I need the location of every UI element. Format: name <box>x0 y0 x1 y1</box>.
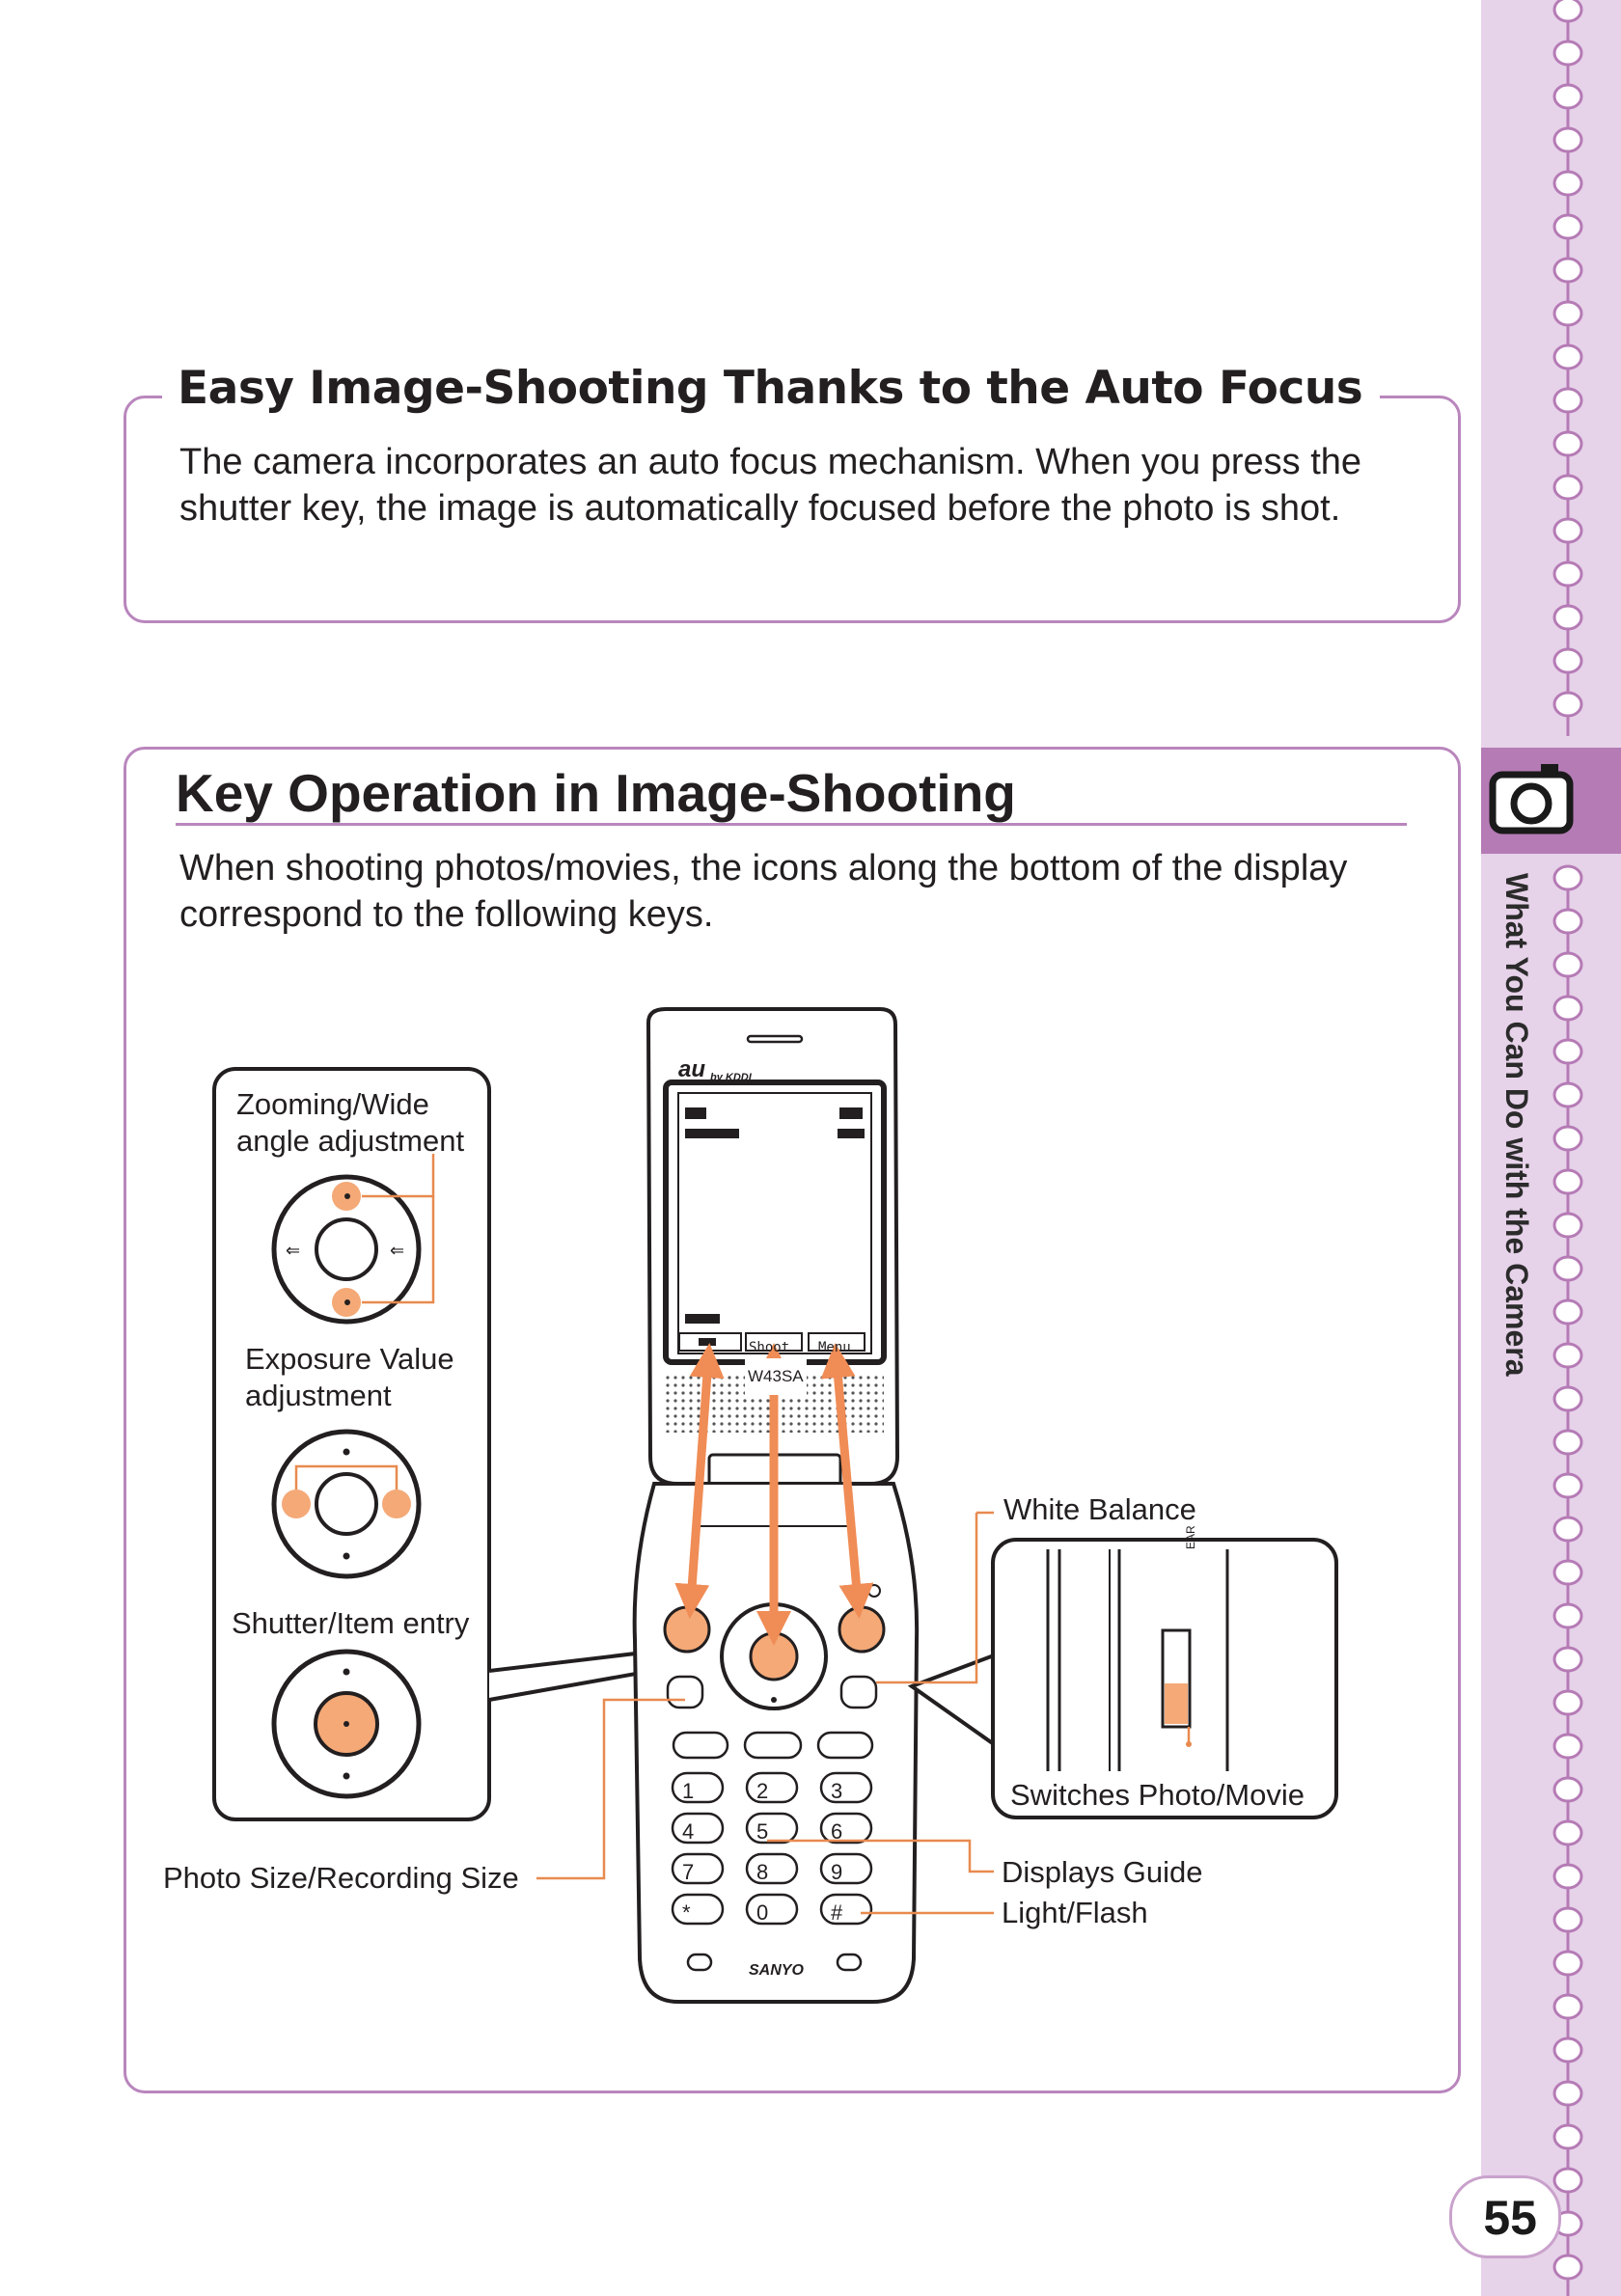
binder-rings-decoration <box>1552 0 1583 2296</box>
key-hash: # <box>831 1900 843 1925</box>
key-6: 6 <box>831 1819 843 1844</box>
softkey-menu: Menu <box>818 1340 851 1355</box>
camera-chapter-tab <box>1481 748 1621 854</box>
key-5: 5 <box>756 1819 769 1844</box>
softkey-shoot: Shoot <box>749 1340 790 1355</box>
exposure-key-illustration <box>271 1429 422 1579</box>
svg-text:⇐: ⇐ <box>390 1241 404 1261</box>
softkey-arrows <box>674 1343 874 1646</box>
auto-focus-body: The camera incorporates an auto focus me… <box>179 442 1362 529</box>
key-4: 4 <box>682 1819 695 1844</box>
page-number-badge: 55 <box>1449 2175 1561 2258</box>
page-number: 55 <box>1483 2191 1537 2245</box>
key-operation-body: When shooting photos/movies, the icons a… <box>179 848 1348 935</box>
maker-logo: SANYO <box>749 1962 804 1979</box>
photo-size-label: Photo Size/Recording Size <box>163 1861 519 1895</box>
exposure-label-line2: adjustment <box>245 1379 392 1412</box>
zoom-key-illustration: ⇐ ⇐ <box>271 1154 435 1325</box>
leader-lines <box>536 1511 994 1915</box>
svg-text:⇐: ⇐ <box>286 1241 300 1261</box>
keypad <box>671 1771 873 1926</box>
guide-label: Displays Guide <box>1002 1855 1203 1889</box>
key-1: 1 <box>682 1779 695 1803</box>
side-switch-inset <box>907 1538 1338 1819</box>
auto-focus-title: Easy Image-Shooting Thanks to the Auto F… <box>162 362 1381 415</box>
key-2: 2 <box>756 1779 769 1803</box>
white-balance-label: White Balance <box>1003 1492 1196 1526</box>
exposure-label-line1: Exposure Value <box>245 1342 454 1376</box>
shutter-key-illustration <box>271 1649 422 1799</box>
key-9: 9 <box>831 1860 843 1884</box>
switch-label: Switches Photo/Movie <box>1010 1778 1305 1812</box>
brand-sub-logo: by KDDI <box>710 1072 752 1083</box>
key-3: 3 <box>831 1779 843 1803</box>
key-0: 0 <box>756 1900 769 1925</box>
key-8: 8 <box>756 1860 769 1884</box>
key-7: 7 <box>682 1860 695 1884</box>
key-operation-title: Key Operation in Image-Shooting <box>176 763 1016 823</box>
shutter-label: Shutter/Item entry <box>232 1606 470 1640</box>
key-operation-box <box>124 747 1461 2093</box>
model-name: W43SA <box>745 1358 807 1395</box>
camera-icon <box>1489 764 1574 834</box>
light-label: Light/Flash <box>1002 1896 1148 1929</box>
side-strip <box>1481 0 1621 2296</box>
title-underline <box>176 823 1407 826</box>
zoom-label-line1: Zooming/Wide <box>236 1087 429 1121</box>
brand-logo: au <box>678 1056 706 1082</box>
zoom-label-line2: angle adjustment <box>236 1124 465 1158</box>
ear-label: EAR <box>1184 1525 1197 1549</box>
key-star: * <box>682 1900 691 1925</box>
